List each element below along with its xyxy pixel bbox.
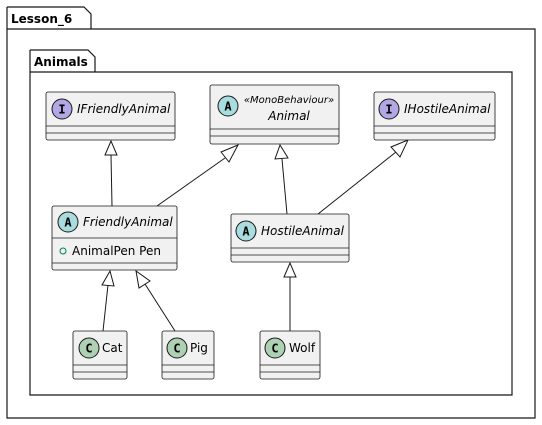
class-animal[interactable]: A «MonoBehaviour» Animal <box>209 84 340 145</box>
relation-pig-friendly <box>144 283 176 332</box>
class-name: Wolf <box>289 341 316 355</box>
relation-friendly-ifriendly <box>110 154 113 207</box>
class-attribute: AnimalPen Pen <box>72 244 161 258</box>
class-icon <box>78 337 100 359</box>
class-glyph: C <box>173 342 180 356</box>
class-stereotype: «MonoBehaviour» <box>244 95 334 106</box>
interface-icon <box>51 98 73 120</box>
interface-glyph: I <box>58 103 65 117</box>
interface-icon <box>378 98 400 120</box>
class-name: Animal <box>267 109 310 123</box>
class-wolf[interactable]: C Wolf <box>259 330 321 380</box>
class-name: HostileAnimal <box>261 224 345 238</box>
relation-hostile-animal <box>281 158 288 215</box>
relation-hostile-ihostile <box>317 151 397 215</box>
relation-cat-friendly <box>102 284 109 332</box>
public-visibility-icon <box>59 247 67 255</box>
class-icon <box>264 337 286 359</box>
abstract-glyph: A <box>64 216 72 230</box>
abstract-class-icon <box>217 95 239 117</box>
interface-glyph: I <box>385 103 392 117</box>
class-glyph: C <box>85 342 92 356</box>
class-ihostileanimal[interactable]: I IHostileAnimal <box>373 91 496 141</box>
package-lesson-6-label: Lesson_6 <box>11 12 72 27</box>
relations <box>101 139 410 332</box>
class-icon <box>166 337 188 359</box>
abstract-class-icon <box>235 220 257 242</box>
package-animals: Animals <box>29 49 513 396</box>
abstract-glyph: A <box>224 100 232 114</box>
class-name: Cat <box>102 341 123 355</box>
class-name: Pig <box>190 341 208 355</box>
class-hostileanimal[interactable]: A HostileAnimal <box>230 213 350 263</box>
relation-friendly-animal <box>156 157 226 207</box>
abstract-class-icon <box>57 211 79 233</box>
package-lesson-6: Lesson_6 <box>6 6 536 419</box>
class-glyph: C <box>271 342 278 356</box>
class-name: IHostileAnimal <box>404 102 491 116</box>
abstract-glyph: A <box>242 225 250 239</box>
class-pig[interactable]: C Pig <box>161 330 215 380</box>
class-name: FriendlyAnimal <box>83 215 173 229</box>
class-ifriendlyanimal[interactable]: I IFriendlyAnimal <box>45 91 176 141</box>
class-friendlyanimal[interactable]: A FriendlyAnimal AnimalPen Pen <box>51 205 178 271</box>
class-cat[interactable]: C Cat <box>72 330 128 380</box>
class-name: IFriendlyAnimal <box>77 102 171 116</box>
package-animals-label: Animals <box>34 55 88 69</box>
